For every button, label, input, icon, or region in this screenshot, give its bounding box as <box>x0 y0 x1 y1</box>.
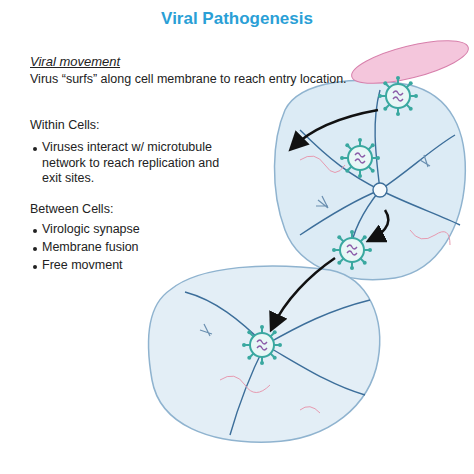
diagram-title: Viral Pathogenesis <box>0 8 474 29</box>
section-heading: Between Cells: <box>30 202 230 218</box>
bullet-text: Free movment <box>42 258 242 274</box>
section-heading: Within Cells: <box>30 118 230 134</box>
note-text: Virus “surfs” along cell membrane to rea… <box>30 72 410 88</box>
bullet-text: Virologic synapse <box>42 222 242 238</box>
bullet-dot <box>33 229 37 233</box>
bullet-text: Viruses interact w/ microtubule network … <box>42 140 242 187</box>
section-heading: Viral movement <box>30 54 230 70</box>
bullet-text: Membrane fusion <box>42 240 242 256</box>
bullet-dot <box>33 147 37 151</box>
bullet-dot <box>33 265 37 269</box>
bullet-dot <box>33 247 37 251</box>
